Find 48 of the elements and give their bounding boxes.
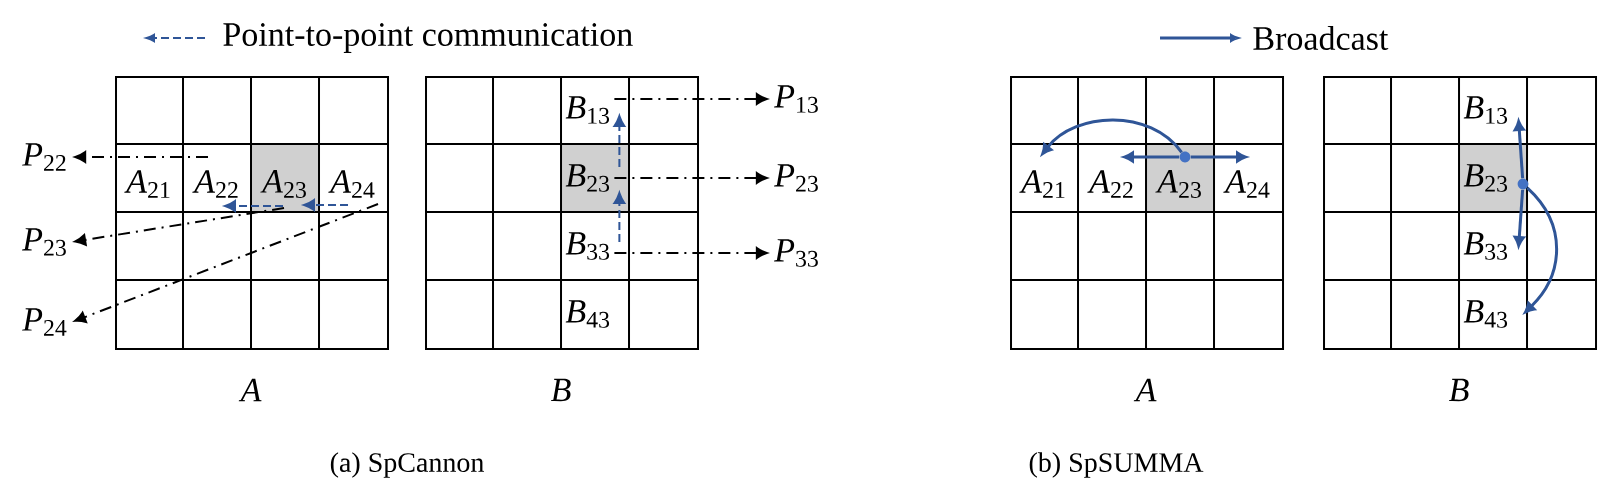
- process-label: P$_{13}$: [774, 85, 818, 113]
- arrow: [1123, 151, 1180, 163]
- dashed-arrow: [303, 199, 349, 211]
- cell-label: A$_{21}$: [1019, 170, 1065, 198]
- matrix-label: A: [238, 378, 262, 402]
- cell-label: B$_{23}$: [565, 164, 610, 192]
- cell-label: A$_{23}$: [260, 170, 306, 198]
- dashed-arrow: [613, 115, 626, 168]
- process-label: P$_{24}$: [22, 308, 67, 336]
- cell-label: B$_{13}$: [1463, 96, 1508, 124]
- process-label: P$_{22}$: [22, 143, 66, 171]
- cell-label: B$_{13}$: [565, 96, 610, 124]
- matrix-label: B: [1448, 378, 1469, 402]
- dash-dot-arrow: [613, 172, 768, 184]
- legend-text: Point-to-point communication: [223, 23, 633, 53]
- cell-label: A$_{24}$: [328, 170, 375, 198]
- dash-dot-arrow: [74, 151, 209, 163]
- dashed-arrow: [224, 200, 284, 212]
- matrix-label: B: [550, 378, 571, 402]
- process-label: P$_{23}$: [22, 228, 66, 256]
- cell-label: B$_{43}$: [565, 300, 610, 328]
- subfigure-caption: (b) SpSUMMA: [1029, 452, 1204, 478]
- dash-dot-arrow: [613, 247, 768, 259]
- legend-text: Broadcast: [1253, 26, 1389, 50]
- matrix-grid: [1010, 76, 1284, 350]
- curved-arrow: [1524, 186, 1558, 314]
- cell-label: B$_{33}$: [565, 232, 610, 260]
- matrix-label: A: [1133, 378, 1157, 402]
- cell-label: A$_{21}$: [124, 170, 170, 198]
- dash-dot-arrow: [74, 207, 285, 246]
- arrow: [1190, 151, 1247, 163]
- process-label: P$_{33}$: [774, 239, 818, 267]
- dashed-arrow: [613, 192, 626, 243]
- cell-label: B$_{43}$: [1463, 300, 1508, 328]
- cell-label: B$_{23}$: [1463, 164, 1508, 192]
- cell-label: A$_{24}$: [1223, 170, 1270, 198]
- cell-label: B$_{33}$: [1463, 232, 1508, 260]
- subfigure-caption: (a) SpCannon: [330, 452, 484, 478]
- dash-dot-arrow: [74, 203, 379, 323]
- matrix-grid: [115, 76, 389, 350]
- matrix-grid: [1323, 76, 1597, 350]
- matrix-grid: [425, 76, 699, 350]
- cell-label: A$_{22}$: [1087, 170, 1133, 198]
- dash-dot-arrow: [613, 93, 768, 105]
- process-label: P$_{23}$: [774, 164, 818, 192]
- cell-label: A$_{23}$: [1155, 170, 1201, 198]
- cell-label: A$_{22}$: [192, 170, 238, 198]
- curved-arrow: [1041, 118, 1183, 155]
